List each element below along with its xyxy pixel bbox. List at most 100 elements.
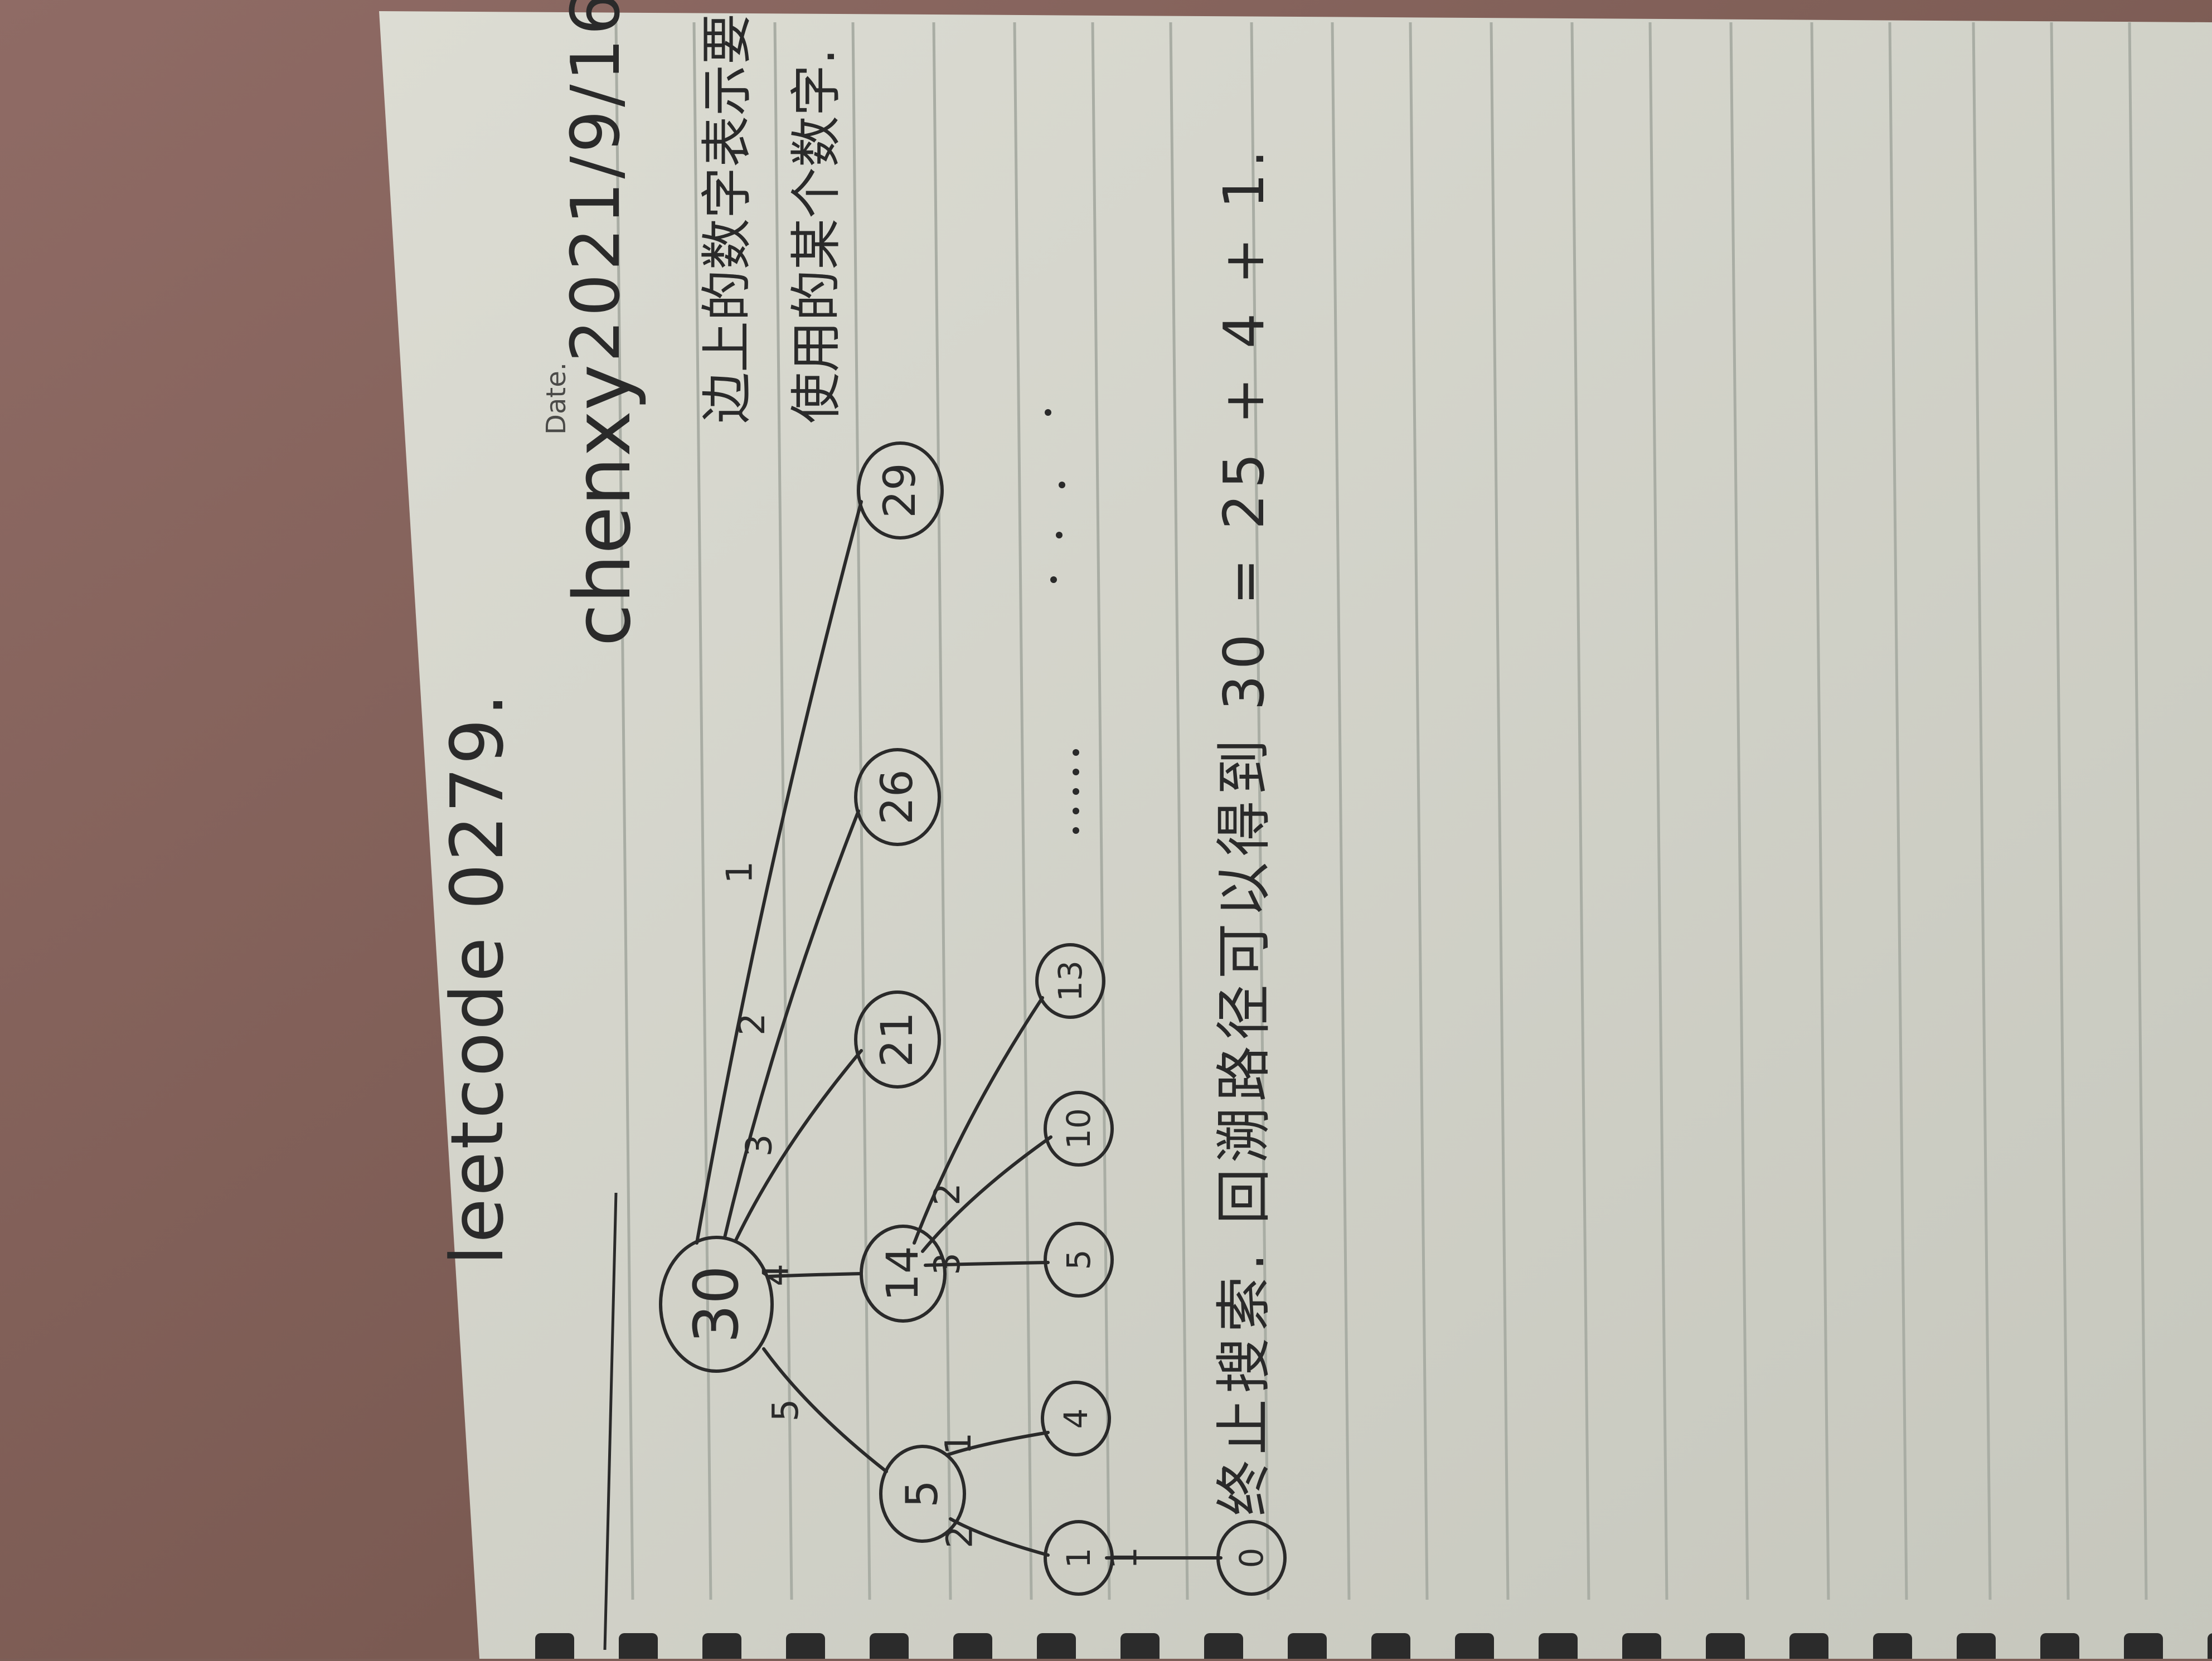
node-circle xyxy=(1035,943,1105,1019)
tree-node: 29 xyxy=(857,441,944,540)
tree-node: 0 xyxy=(1216,1520,1287,1596)
ruled-line xyxy=(2128,22,2148,1600)
tree-edge xyxy=(695,500,863,1245)
edge-weight: 2 xyxy=(940,1526,981,1548)
spiral-ring xyxy=(953,1633,992,1661)
ruled-line xyxy=(1810,22,1830,1600)
spiral-ring xyxy=(2124,1633,2163,1661)
node-label: 26 xyxy=(872,769,923,824)
side-note-line1: 边上的数字表示要 xyxy=(697,13,757,424)
edge-weight: 1 xyxy=(720,861,761,884)
spiral-ring xyxy=(1455,1633,1494,1661)
spiral-ring xyxy=(1873,1633,1912,1661)
spiral-ring xyxy=(535,1633,574,1661)
edge-weight: 3 xyxy=(739,1134,780,1157)
ruled-line xyxy=(2050,22,2070,1600)
ruled-line xyxy=(851,22,871,1600)
tree-node: 1 xyxy=(1044,1520,1114,1596)
spiral-ring xyxy=(1037,1633,1076,1661)
edge-weight: 3 xyxy=(927,1252,968,1275)
spiral-binding xyxy=(535,1633,2212,1661)
edge-weight: 1 xyxy=(1104,1547,1146,1570)
notebook-page xyxy=(379,11,2212,1659)
node-circle xyxy=(1044,1091,1114,1167)
spiral-ring xyxy=(1288,1633,1327,1661)
ruled-line xyxy=(1729,22,1749,1600)
node-circle xyxy=(1041,1381,1111,1456)
spiral-ring xyxy=(619,1633,658,1661)
tree-node: 4 xyxy=(1041,1381,1111,1456)
tree-node: 14 xyxy=(860,1225,947,1323)
node-label: 21 xyxy=(872,1012,923,1067)
edge-weight: 1 xyxy=(938,1432,979,1455)
node-label: 1 xyxy=(1060,1548,1098,1568)
node-label: 13 xyxy=(1051,960,1089,1002)
tree-edge xyxy=(734,1049,863,1242)
tree-edge xyxy=(946,1431,1050,1456)
header-underlines xyxy=(603,1192,618,1650)
edge-weight: 5 xyxy=(765,1399,807,1422)
node-circle xyxy=(854,990,941,1089)
ruled-line xyxy=(1490,22,1510,1600)
tree-node: 10 xyxy=(1044,1091,1114,1167)
node-circle xyxy=(860,1225,947,1323)
spiral-ring xyxy=(870,1633,909,1661)
edge-weight: 4 xyxy=(756,1264,797,1286)
footer-note: 终止搜索. 回溯路径可以得到 30 = 25 + 4 + 1. xyxy=(1211,144,1277,1516)
ruled-line xyxy=(1091,22,1111,1600)
ruled-line xyxy=(1409,22,1429,1600)
node-label: 5 xyxy=(1060,1250,1098,1270)
node-circle xyxy=(857,441,944,540)
ruled-line xyxy=(1169,22,1189,1600)
spiral-ring xyxy=(1789,1633,1828,1661)
ruled-line xyxy=(1648,22,1668,1600)
tree-edge xyxy=(921,1135,1052,1253)
node-label: 29 xyxy=(875,463,925,518)
tree-node: 5 xyxy=(879,1445,966,1543)
node-circle xyxy=(879,1445,966,1543)
node-circle xyxy=(854,748,941,846)
spiral-ring xyxy=(1539,1633,1578,1661)
spiral-ring xyxy=(2208,1633,2212,1661)
tree-edge xyxy=(924,1261,1050,1267)
tree-edge xyxy=(762,1347,888,1473)
ruled-line xyxy=(692,22,712,1600)
ruled-lines xyxy=(614,22,2148,1600)
ellipsis-marks xyxy=(1045,409,1079,834)
node-circle xyxy=(659,1236,774,1373)
tree-edge xyxy=(949,1517,1050,1557)
tree-edges xyxy=(695,500,1223,1560)
node-label: 10 xyxy=(1060,1108,1098,1149)
spiral-ring xyxy=(1371,1633,1410,1661)
spiral-ring xyxy=(702,1633,741,1661)
ruled-line xyxy=(1972,22,1992,1600)
node-label: 5 xyxy=(898,1480,948,1508)
ruled-line xyxy=(614,22,634,1600)
spiral-ring xyxy=(1706,1633,1745,1661)
spiral-ring xyxy=(786,1633,825,1661)
tree-edge xyxy=(913,996,1044,1245)
date-text: 2021/9/16. xyxy=(557,0,635,362)
edge-weight: 2 xyxy=(732,1013,773,1036)
tree-edge xyxy=(723,809,860,1239)
node-circle xyxy=(1044,1222,1114,1298)
spiral-ring xyxy=(2040,1633,2079,1661)
ruled-line xyxy=(1250,22,1270,1600)
tree-node: 5 xyxy=(1044,1222,1114,1298)
ruled-line xyxy=(1013,22,1033,1600)
node-label: 30 xyxy=(681,1265,752,1343)
node-label: 14 xyxy=(878,1246,928,1301)
tree-node: 30 xyxy=(659,1236,774,1373)
spiral-ring xyxy=(1622,1633,1661,1661)
date-label: Date. xyxy=(541,362,572,435)
spiral-ring xyxy=(1204,1633,1243,1661)
node-circle xyxy=(1216,1520,1287,1596)
node-label: 4 xyxy=(1057,1409,1095,1429)
spiral-ring xyxy=(1957,1633,1996,1661)
ruled-line xyxy=(1888,22,1908,1600)
ruled-line xyxy=(932,22,952,1600)
